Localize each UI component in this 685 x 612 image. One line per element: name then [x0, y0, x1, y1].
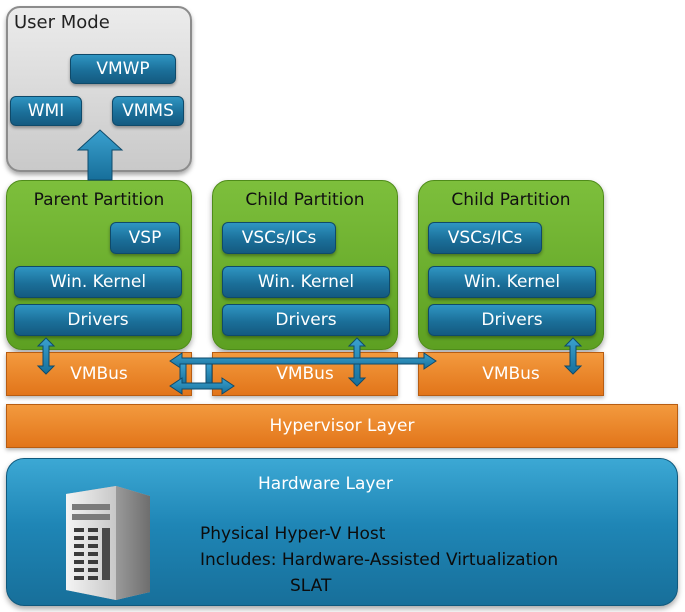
- parent-drivers[interactable]: Drivers: [14, 304, 182, 336]
- vmbus-child-2: VMBus: [418, 352, 604, 396]
- vmms-component[interactable]: VMMS: [112, 96, 184, 126]
- server-tower-icon: [66, 486, 150, 600]
- vmwp-component[interactable]: VMWP: [70, 54, 176, 84]
- hardware-host-line: Physical Hyper-V Host: [200, 524, 386, 544]
- user-mode-title: User Mode: [14, 12, 110, 33]
- hypervisor-layer: Hypervisor Layer: [6, 404, 678, 448]
- child-partition-1-title: Child Partition: [245, 190, 365, 210]
- child-2-drivers[interactable]: Drivers: [428, 304, 596, 336]
- wmi-component[interactable]: WMI: [10, 96, 82, 126]
- child-partition-2-title: Child Partition: [451, 190, 571, 210]
- child-1-drivers[interactable]: Drivers: [222, 304, 390, 336]
- child-2-vscs-component[interactable]: VSCs/ICs: [428, 222, 542, 254]
- child-1-win-kernel[interactable]: Win. Kernel: [222, 266, 390, 298]
- vsp-component[interactable]: VSP: [110, 222, 180, 254]
- vmbus-child-1: VMBus: [212, 352, 398, 396]
- hardware-slat-line: SLAT: [290, 576, 332, 596]
- parent-partition-title: Parent Partition: [33, 190, 165, 210]
- vmbus-parent: VMBus: [6, 352, 192, 396]
- child-2-win-kernel[interactable]: Win. Kernel: [428, 266, 596, 298]
- parent-win-kernel[interactable]: Win. Kernel: [14, 266, 182, 298]
- hardware-layer-title: Hardware Layer: [258, 474, 393, 494]
- hardware-includes-line: Includes: Hardware-Assisted Virtualizati…: [200, 550, 559, 570]
- child-1-vscs-component[interactable]: VSCs/ICs: [222, 222, 336, 254]
